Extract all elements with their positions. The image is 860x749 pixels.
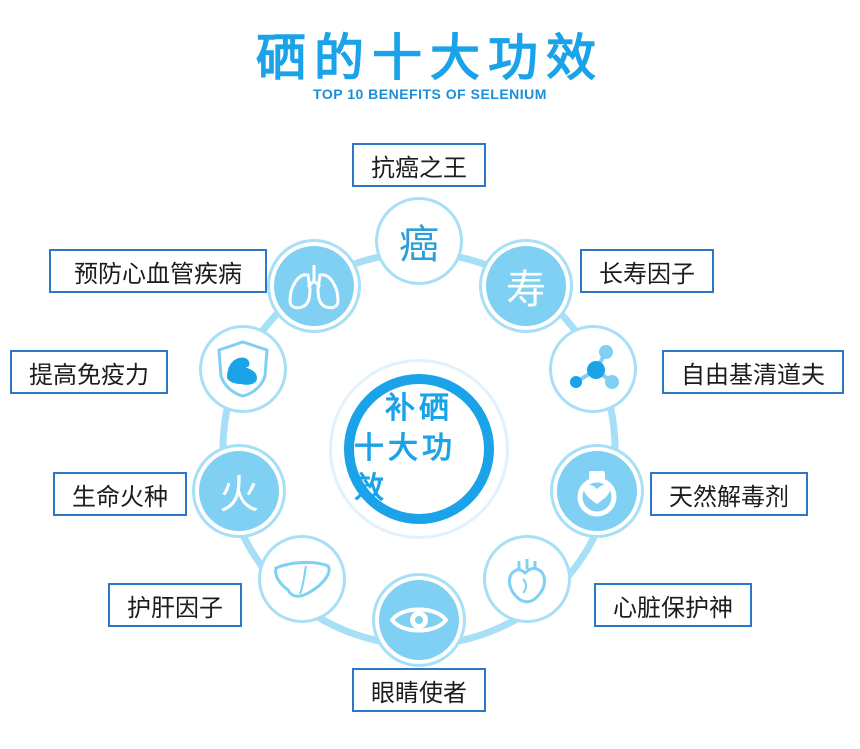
lungs-node [270,242,358,330]
lungs-icon [288,265,340,310]
heart-organ-icon [508,559,546,604]
cancer-char-icon: 癌 [399,222,439,268]
fire-node: 火 [195,447,283,535]
liver-icon [274,560,331,598]
immunity-node [199,325,287,413]
page-title: 硒的十大功效 [256,29,604,87]
benefit-label-eye: 眼睛使者 [352,668,486,712]
benefit-label-detox: 天然解毒剂 [650,472,808,516]
benefit-label-longevity: 长寿因子 [580,249,714,293]
cancer-node: 癌 [375,197,463,285]
benefit-label-fire: 生命火种 [53,472,187,516]
fire-char-icon: 火 [219,472,259,518]
muscle-shield-icon [217,340,269,398]
center-ring: 补硒 十大功效 [344,374,494,524]
detox-node [553,447,641,535]
benefit-label-liver: 护肝因子 [108,583,242,627]
eye-icon [389,607,449,633]
longevity-char-icon: 寿 [506,267,546,313]
benefit-label-free-radical: 自由基清道夫 [662,350,844,394]
eye-node [375,576,463,664]
benefit-label-cancer: 抗癌之王 [352,143,486,187]
heart-ring-icon [577,471,617,517]
molecule-icon [570,345,619,389]
benefit-label-heart: 心脏保护神 [594,583,752,627]
longevity-node: 寿 [482,242,570,330]
center-badge: 补硒 十大功效 [329,359,509,539]
center-line-1: 补硒 [385,391,453,426]
molecule-node [549,325,637,413]
heart-node [483,535,571,623]
page-subtitle: TOP 10 BENEFITS OF SELENIUM [313,86,547,102]
center-line-2: 十大功效 [354,431,456,506]
benefit-label-immunity: 提高免疫力 [10,350,168,394]
liver-node [258,535,346,623]
benefit-label-cardiovascular: 预防心血管疾病 [49,249,267,293]
